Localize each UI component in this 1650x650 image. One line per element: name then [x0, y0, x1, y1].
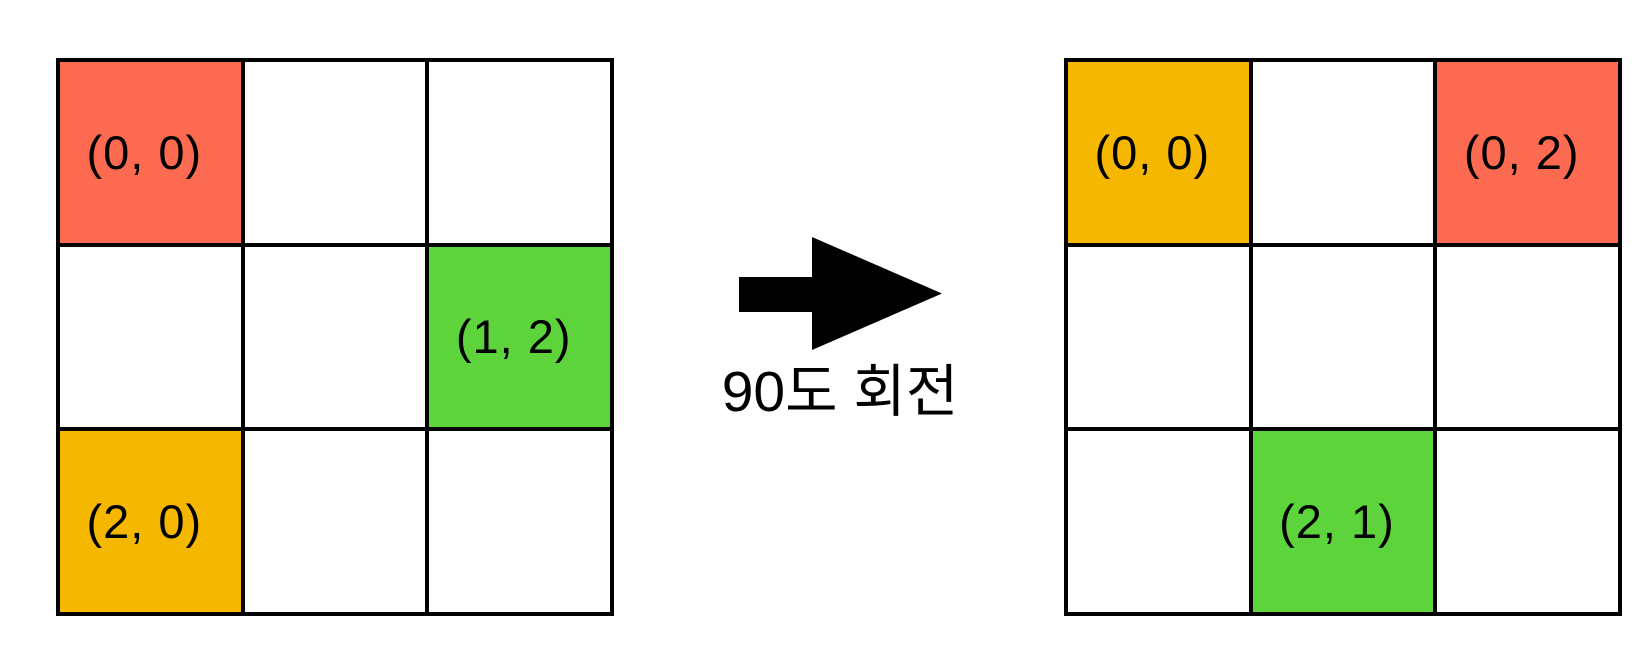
left-grid-cell-2-1: [244, 431, 426, 612]
left-grid: (0, 0) (1, 2) (2, 0): [56, 58, 614, 616]
cell-label: (0, 0): [86, 125, 203, 179]
right-grid-cell-1-2: [1437, 246, 1618, 428]
right-grid: (0, 0) (0, 2) (2, 1): [1064, 58, 1622, 616]
right-grid-cell-2-0: [1068, 431, 1249, 612]
right-grid-cell-2-1: (2, 1): [1252, 431, 1434, 612]
right-grid-cell-2-2: [1437, 431, 1618, 612]
cell-label: (1, 2): [455, 310, 572, 364]
cell-label: (2, 0): [86, 495, 203, 549]
left-grid-cell-2-0: (2, 0): [60, 431, 241, 612]
left-grid-cell-1-2: (1, 2): [429, 246, 610, 428]
right-grid-cell-0-2: (0, 2): [1437, 62, 1618, 243]
right-grid-cell-0-1: [1252, 62, 1434, 243]
rotation-caption: 90도 회전: [721, 360, 959, 424]
right-grid-cell-1-0: [1068, 246, 1249, 428]
cell-label: (2, 1): [1279, 495, 1395, 549]
left-grid-cell-0-0: (0, 0): [60, 62, 241, 243]
right-grid-cell-1-1: [1252, 246, 1434, 428]
right-grid-cell-0-0: (0, 0): [1068, 62, 1249, 243]
cell-label: (0, 2): [1463, 125, 1580, 179]
cell-label: (0, 0): [1094, 125, 1211, 179]
left-grid-cell-2-2: [429, 431, 610, 612]
left-grid-cell-0-1: [244, 62, 426, 243]
left-grid-cell-0-2: [429, 62, 610, 243]
right-arrow-icon: [739, 237, 942, 350]
left-grid-cell-1-0: [60, 246, 241, 428]
left-grid-cell-1-1: [244, 246, 426, 428]
